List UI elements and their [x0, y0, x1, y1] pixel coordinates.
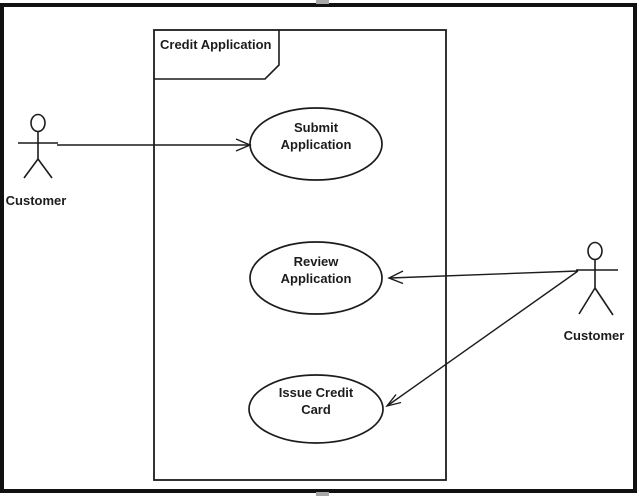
usecase-label-line2: Application — [280, 271, 352, 286]
usecase-label-line1: Issue Credit — [278, 385, 354, 400]
actor-head — [30, 113, 46, 133]
usecase-ellipse-review-application[interactable] — [249, 241, 383, 315]
arrowhead-icon — [235, 138, 252, 152]
usecase-label-line1: Submit — [293, 120, 339, 135]
actor-label-customer-left: Customer — [5, 193, 67, 208]
usecase-ellipse-issue-credit-card[interactable] — [248, 374, 384, 444]
usecase-ellipse-submit-application[interactable] — [249, 107, 383, 181]
actor-label-customer-right: Customer — [563, 328, 625, 343]
actor-customer-right[interactable] — [576, 241, 618, 316]
association-line — [389, 270, 579, 279]
arrowhead-icon — [385, 394, 402, 408]
system-boundary-title: Credit Application — [160, 37, 272, 52]
usecase-label-issue-credit-card: Issue Credit Card — [250, 384, 382, 418]
usecase-label-line2: Application — [280, 137, 352, 152]
association-line — [386, 270, 579, 407]
system-boundary[interactable] — [153, 29, 447, 481]
usecase-label-line1: Review — [293, 254, 339, 269]
association-customer-review-application[interactable] — [387, 270, 579, 285]
resize-handle-top[interactable] — [316, 0, 329, 4]
actor-right-leg — [594, 287, 614, 316]
association-customer-submit-application[interactable] — [57, 138, 252, 152]
association-customer-issue-credit-card[interactable] — [385, 270, 579, 408]
actor-right-leg — [37, 158, 53, 179]
usecase-label-submit-application: Submit Application — [250, 119, 382, 153]
system-boundary-tab[interactable] — [154, 30, 280, 80]
resize-handle-bottom[interactable] — [316, 492, 329, 496]
actor-customer-left[interactable] — [18, 113, 58, 179]
actor-left-leg — [23, 158, 39, 179]
usecase-label-line2: Card — [301, 402, 331, 417]
image-border — [0, 3, 637, 493]
actor-head — [587, 241, 603, 261]
usecase-label-review-application: Review Application — [250, 253, 382, 287]
actor-left-leg — [578, 287, 596, 315]
arrowhead-icon — [387, 270, 404, 285]
